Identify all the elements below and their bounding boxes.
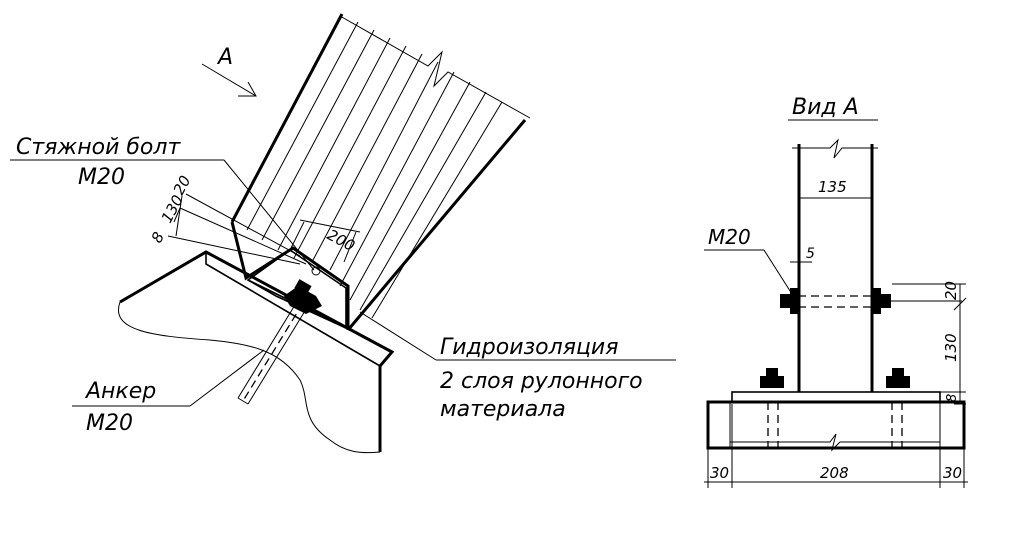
dim-right-130: 130: [942, 333, 960, 362]
waterproof-line1: Гидроизоляция: [440, 335, 618, 360]
dim-135-label: 135: [818, 178, 847, 196]
view-a-bolt-leader: М20 5: [704, 225, 815, 295]
dim-right-8: 8: [945, 394, 960, 402]
left-dimensions: 20 130 8 200: [148, 173, 361, 265]
view-a-vertical-dims: 20 130 8: [892, 281, 967, 405]
right-view-a: Вид А 135 М20: [704, 95, 968, 488]
dim-135: 135: [799, 178, 872, 199]
waterproof-line3: материала: [440, 397, 566, 422]
anchor-bolt: [237, 299, 309, 405]
dim-left-200: 200: [324, 226, 358, 255]
view-a-title: Вид А: [792, 95, 859, 120]
view-a-base: [706, 368, 966, 452]
view-arrow-a: A: [201, 45, 257, 97]
bolt-label-line1: Стяжной болт: [16, 135, 181, 160]
view-arrow-label: A: [216, 45, 233, 70]
waterproof-line2: 2 слоя рулонного: [440, 369, 643, 394]
dim-right-20: 20: [942, 281, 960, 300]
view-a-rafter: [792, 138, 878, 392]
rafter-beam: [230, 13, 531, 331]
view-a-bolt-label: М20: [708, 225, 751, 249]
dim-208-label: 208: [820, 464, 849, 482]
dim-30-right-label: 30: [943, 464, 962, 482]
concrete-support: [118, 250, 395, 454]
bolt-leader: Стяжной болт М20: [10, 135, 315, 271]
view-a-bottom-dims: 30 208 30: [704, 404, 968, 488]
dim-5-label: 5: [806, 246, 815, 262]
view-a-bolt: [780, 288, 962, 314]
anchor-leader: Анкер М20: [72, 349, 265, 436]
anchor-label-line1: Анкер: [84, 379, 156, 404]
waterproof-leader: Гидроизоляция 2 слоя рулонного материала: [359, 311, 676, 422]
anchor-label-line2: М20: [86, 411, 133, 436]
left-section-view: A: [10, 13, 676, 454]
dim-left-8: 8: [148, 229, 168, 246]
dim-30-left-label: 30: [710, 464, 729, 482]
bolt-label-line2: М20: [78, 165, 125, 190]
